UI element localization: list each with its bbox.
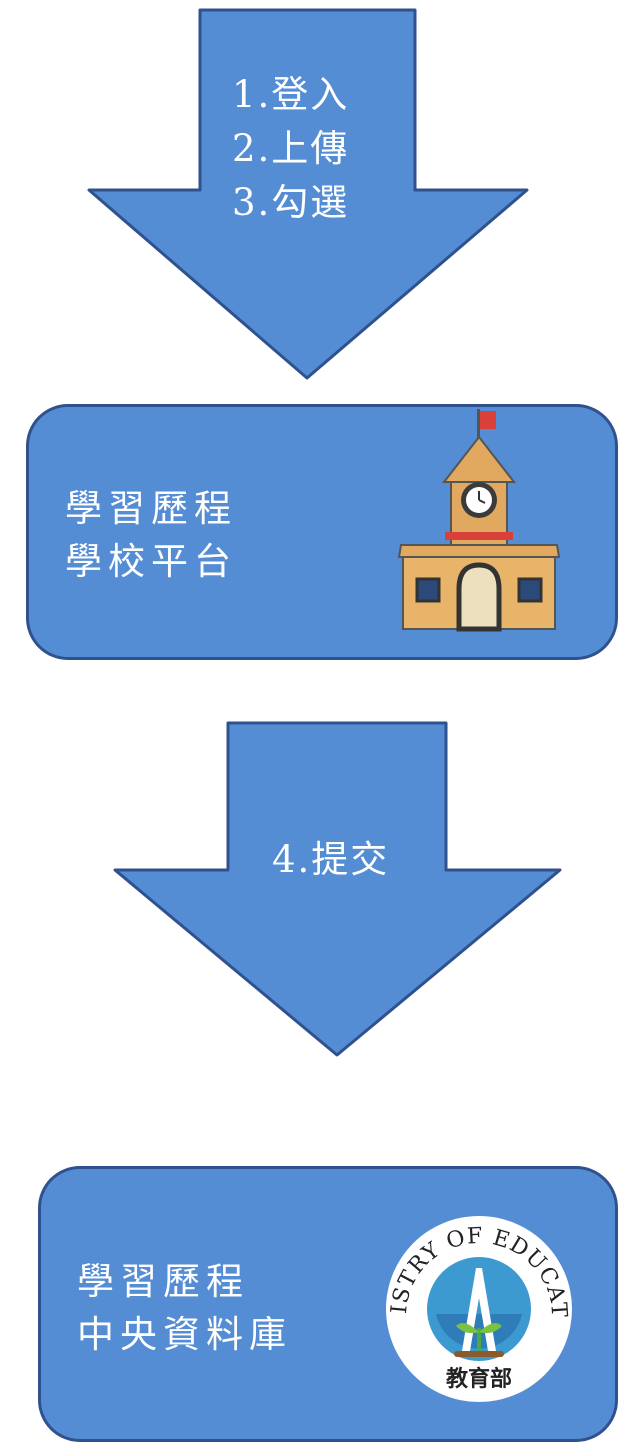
ministry-of-education-seal-icon: MINISTRY OF EDUCATION 教育部 [372, 1187, 574, 1406]
school-building-icon [389, 407, 569, 643]
step-submit: 4.提交 [272, 838, 390, 881]
step-select: 3.勾選 [232, 181, 350, 224]
school-platform-label: 學習歷程 學校平台 [65, 482, 237, 588]
seal-bottom-text: 教育部 [446, 1366, 512, 1392]
arrow-1-steps: 1.登入 2.上傳 3.勾選 [232, 68, 349, 230]
school-platform-line-2: 學校平台 [65, 540, 237, 583]
central-database-box: 學習歷程 中央資料庫 MINISTRY OF EDUCATION 教育部 [38, 1166, 618, 1442]
step-upload: 2.上傳 [232, 127, 350, 170]
central-database-label: 學習歷程 中央資料庫 [77, 1255, 292, 1361]
arrow-1 [87, 8, 529, 380]
step-login: 1.登入 [232, 73, 350, 116]
school-platform-box: 學習歷程 學校平台 [26, 404, 618, 660]
central-database-line-1: 學習歷程 [77, 1260, 249, 1303]
central-database-line-2: 中央資料庫 [77, 1313, 292, 1356]
arrow-2-steps: 4.提交 [272, 833, 389, 887]
school-platform-line-1: 學習歷程 [65, 487, 237, 530]
